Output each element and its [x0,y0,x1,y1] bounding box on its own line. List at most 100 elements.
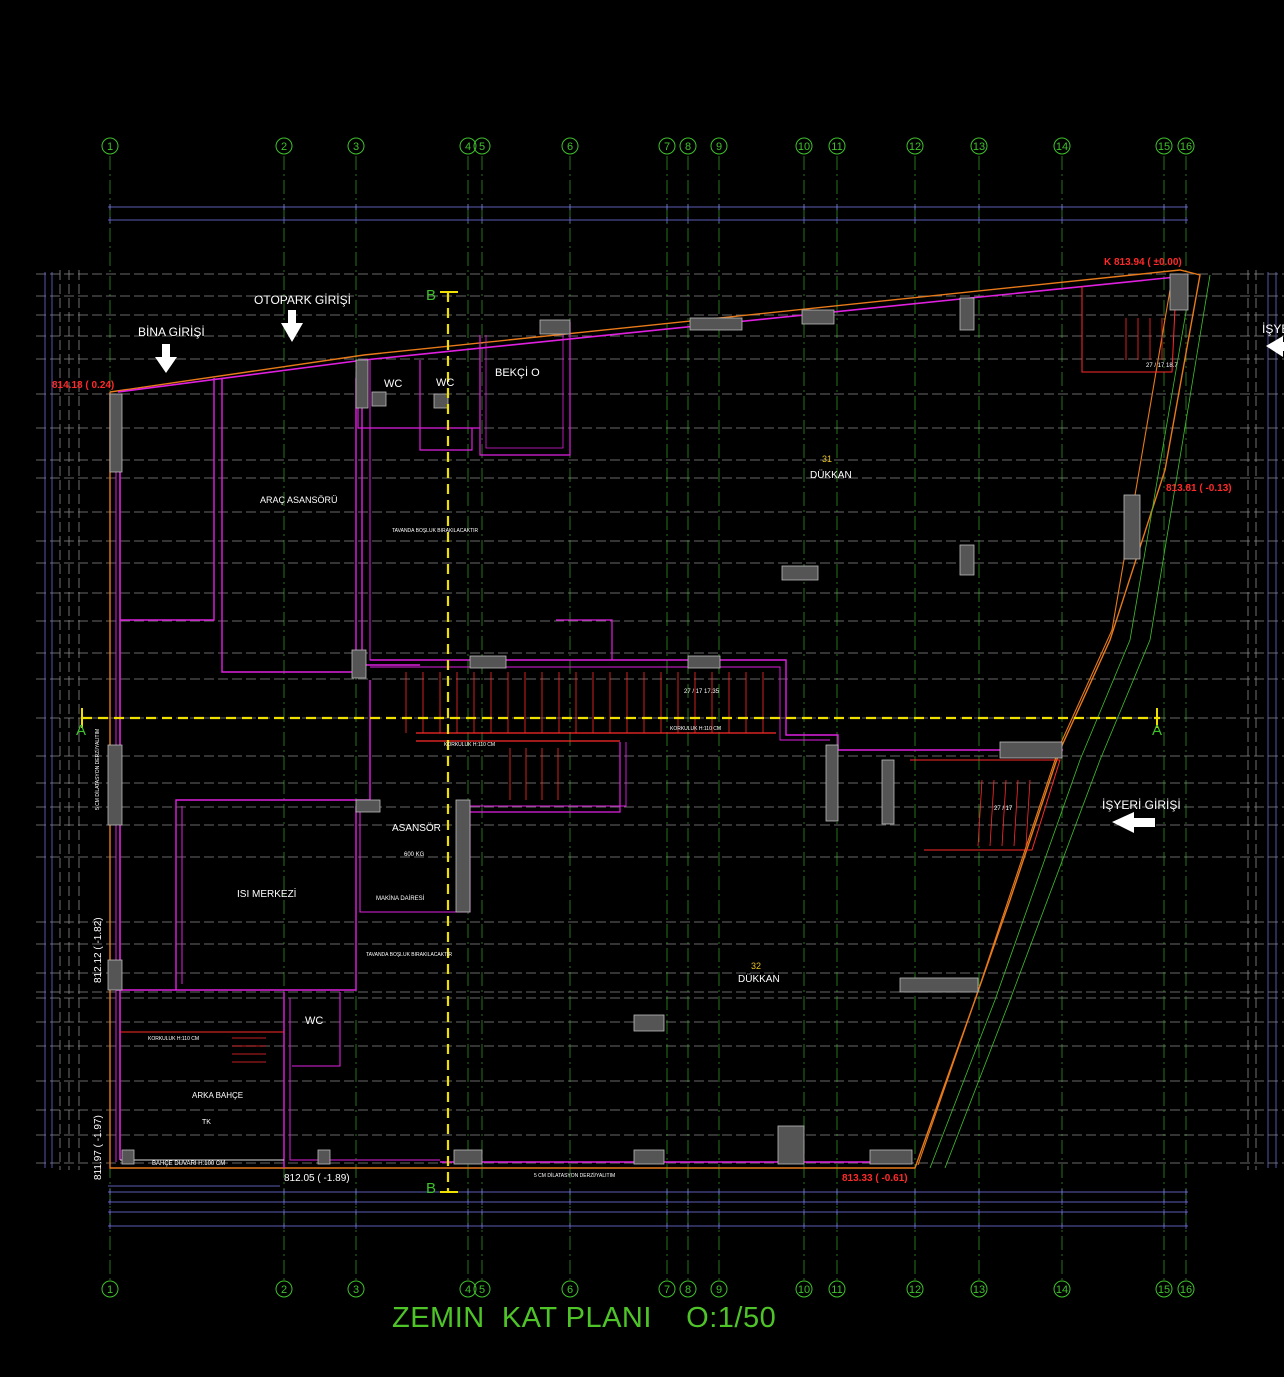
room-dukkan-31-number: 31 [822,454,832,464]
stair-top-wall [556,619,613,660]
east-band-1 [929,299,1189,1169]
east-facade-1 [917,289,1171,1166]
room-arka-bahce: ARKA BAHÇE [192,1091,243,1100]
west-inner-wall [175,680,371,990]
column [107,744,123,826]
axis-bubble-circle [658,1280,676,1298]
axis-bubble-circle [1155,137,1173,155]
right-stair-outline [910,759,1061,851]
note-korkuluk-2: KORKULUK H:110 CM [670,726,721,732]
level-right-mid: 813.81 ( -0.13) [1166,483,1232,494]
column [1169,273,1189,311]
column [689,317,743,331]
column [371,391,387,407]
note-korkuluk-1: KORKULUK H:110 CM [444,742,495,748]
room-asansor: ASANSÖR [392,822,441,834]
wc-partition [419,360,473,451]
column [539,319,571,335]
level-top-right: K 813.94 ( ±0.00) [1104,257,1182,268]
axis-bubble-circle [561,1280,579,1298]
room-wc-2: WC [436,377,454,389]
room-arka-bahce-level: TK [202,1119,211,1126]
note-tavanda-1: TAVANDA BOŞLUK BIRAKILACAKTIR [392,528,479,534]
isyeri-right-arrow-icon [1266,336,1284,357]
column [455,799,471,913]
axis-bubble-label: 4 [465,1284,471,1296]
axis-bubble-circle [1155,1280,1173,1298]
column [687,655,721,669]
wc3-wall [292,992,341,1067]
otopark-girisi-label: OTOPARK GİRİŞİ [254,293,351,307]
isyeri-girisi-cut-label: İŞYE [1262,322,1284,336]
axis-bubble-circle [561,137,579,155]
axis-bubble-label: 13 [973,141,985,153]
axis-bubble-circle [710,1280,728,1298]
stair-bottom-wall [461,742,621,813]
section-cut-lines [81,291,1160,1193]
otopark-entrance-arrow-icon [281,310,303,342]
stair-tread [977,779,983,847]
room-wc-1: WC [384,378,402,390]
isyeri-entrance-arrow-icon [1112,812,1155,833]
axis-bubble-label: 14 [1056,1284,1068,1296]
column [999,741,1063,759]
axis-bubble-label: 1 [107,141,113,153]
section-b-bottom: B [426,1180,436,1197]
axis-bubble-label: 15 [1158,1284,1170,1296]
column [433,393,449,409]
axis-bubble-label: 3 [353,1284,359,1296]
column [959,297,975,331]
axis-bubble-circle [679,137,697,155]
axis-bubble-circle [459,1280,477,1298]
axis-bubble-label: 7 [664,141,670,153]
column [633,1149,665,1165]
note-tavanda-2: TAVANDA BOŞLUK BIRAKILACAKTIR [366,952,453,958]
level-left-side-2: 811.97 ( -1.97) [93,1115,104,1180]
axis-bubble-label: 16 [1180,1284,1192,1296]
column [121,1149,135,1165]
axis-bubble-circle [1177,1280,1195,1298]
section-a-right: A [1152,722,1162,739]
axis-bubble-label: 8 [685,1284,691,1296]
room-makina-dairesi: MAKİNA DAİRESİ [376,895,425,902]
axis-bubble-label: 4 [465,141,471,153]
axis-bubble-circle [970,1280,988,1298]
axis-bubble-circle [1053,137,1071,155]
note-dilatasyon-bottom: 5 CM DİLATASYON DERZİ/YALITIM [534,1172,615,1179]
axis-bubble-label: 10 [798,1284,810,1296]
axis-bubble-label: 15 [1158,141,1170,153]
level-bottom-right: 813.33 ( -0.61) [842,1173,908,1184]
axis-bubble-circle [1177,137,1195,155]
stair-core-wall-inner [370,666,830,741]
ramp-wall [120,378,215,621]
room-arac-asansoru: ARAÇ ASANSÖRÜ [260,495,338,505]
axis-bubble-label: 13 [973,1284,985,1296]
bekci-room-wall-inner [485,322,564,449]
heat-room-wall [116,806,357,991]
level-bottom-mid: 812.05 ( -1.89) [284,1173,350,1184]
room-dukkan-32: DÜKKAN [738,973,780,985]
column [869,1149,913,1165]
axis-bubble-label: 5 [479,141,485,153]
axis-bubble-circle [473,137,491,155]
core-wall [361,360,420,666]
axis-bubble-label: 6 [567,141,573,153]
column [355,359,369,409]
axis-bubble-circle [795,137,813,155]
axis-bubble-circle [970,137,988,155]
axis-bubble-circle [710,137,728,155]
axis-bubble-circle [906,1280,924,1298]
column [109,393,123,473]
column [351,649,367,679]
garden-wall-inner [289,998,440,1161]
axis-bubble-circle [101,1280,119,1298]
axis-bubble-label: 2 [281,1284,287,1296]
column [317,1149,331,1165]
column [825,744,839,822]
dimension-lines [44,204,1277,1229]
axis-bubble-circle [473,1280,491,1298]
axis-bubble-label: 7 [664,1284,670,1296]
note-bahce-duvari: BAHÇE DUVARI H:100 CM [152,1161,225,1167]
